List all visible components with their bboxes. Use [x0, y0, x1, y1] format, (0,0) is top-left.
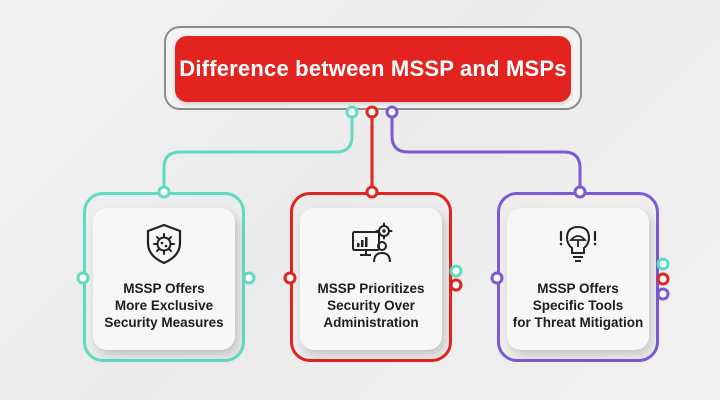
- title-dot-purple: [385, 105, 399, 119]
- card3-right-dot-teal: [656, 257, 670, 271]
- card-label-line: Security Measures: [104, 315, 224, 330]
- card3-right-dot-red: [656, 272, 670, 286]
- card2-left-dot: [283, 271, 297, 285]
- card-label: MSSP Prioritizes Security Over Administr…: [313, 280, 428, 331]
- card-label-line: Security Over: [327, 298, 415, 313]
- card1-right-dot: [242, 271, 256, 285]
- card-label-line: MSSP Offers: [537, 281, 619, 296]
- card-label-line: MSSP Offers: [123, 281, 205, 296]
- card-label: MSSP Offers More Exclusive Security Meas…: [100, 280, 227, 331]
- title-dot-red: [365, 105, 379, 119]
- diagram-title: Difference between MSSP and MSPs: [179, 56, 567, 81]
- card-exclusive-security: MSSP Offers More Exclusive Security Meas…: [93, 208, 235, 350]
- card2-right-dot-teal: [449, 264, 463, 278]
- card1-top-dot: [157, 185, 171, 199]
- card-label-line: Administration: [323, 315, 419, 330]
- card-label-line: More Exclusive: [114, 298, 214, 313]
- card-security-over-admin: MSSP Prioritizes Security Over Administr…: [300, 208, 442, 350]
- bulb-umbrella-icon: [559, 225, 597, 262]
- shield-virus-icon: [146, 223, 182, 265]
- admin-monitor-gear-icon: [352, 222, 393, 263]
- card1-left-dot: [76, 271, 90, 285]
- title-banner: Difference between MSSP and MSPs: [175, 36, 571, 102]
- card3-top-dot: [573, 185, 587, 199]
- card-threat-mitigation: MSSP Offers Specific Tools for Threat Mi…: [507, 208, 649, 350]
- card-label-line: for Threat Mitigation: [512, 315, 644, 330]
- card3-right-dot-purple: [656, 287, 670, 301]
- title-dot-teal: [345, 105, 359, 119]
- card-label-line: MSSP Prioritizes: [317, 281, 425, 296]
- card3-left-dot: [490, 271, 504, 285]
- card2-top-dot: [365, 185, 379, 199]
- card-label-line: Specific Tools: [532, 298, 624, 313]
- card2-right-dot-red: [449, 278, 463, 292]
- card-label: MSSP Offers Specific Tools for Threat Mi…: [509, 280, 648, 331]
